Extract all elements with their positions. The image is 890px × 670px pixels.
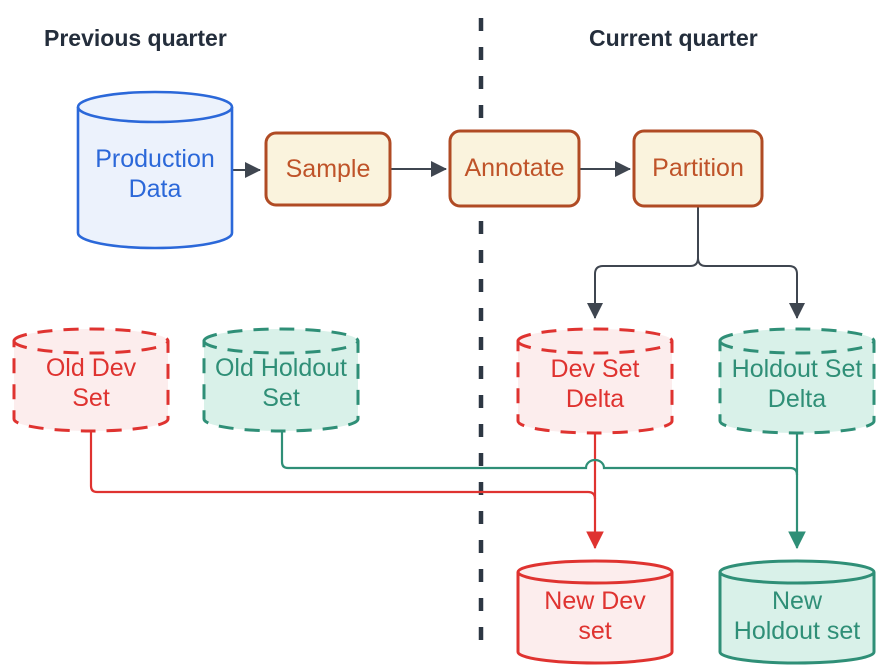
production-data-cylinder — [76, 90, 234, 250]
new-dev-set-cylinder — [516, 559, 674, 665]
partition-box — [632, 129, 764, 208]
holdout-set-delta-cylinder — [718, 327, 876, 435]
edge-partition-to-holdout-delta — [697, 257, 805, 319]
old-holdout-set-cylinder — [202, 327, 360, 433]
edge-partition-to-dev-delta — [587, 206, 699, 319]
previous-quarter-title: Previous quarter — [44, 25, 227, 51]
sample-box — [264, 131, 392, 207]
current-quarter-title: Current quarter — [589, 25, 758, 51]
old-dev-set-cylinder — [12, 327, 170, 433]
annotate-box — [448, 129, 581, 208]
edge-old-dev-to-new-dev — [89, 431, 597, 500]
dev-set-delta-cylinder — [516, 327, 674, 435]
new-holdout-set-cylinder — [718, 559, 876, 665]
edge-old-holdout-to-new-holdout — [280, 429, 799, 476]
